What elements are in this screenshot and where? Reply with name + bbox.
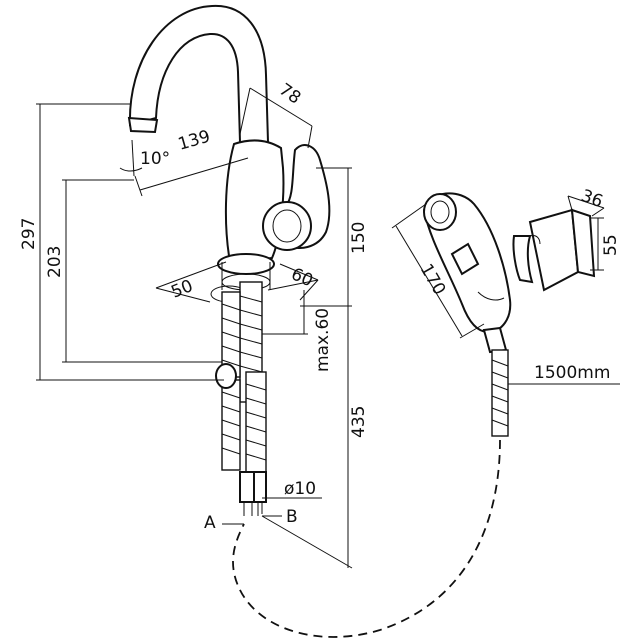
- dim-hose-length: 435: [349, 406, 369, 438]
- hand-shower: [232, 192, 620, 638]
- dim-spout-reach: 139: [176, 127, 213, 155]
- lever-hub: [262, 201, 312, 251]
- dim-hose-diameter: ø10: [284, 479, 316, 499]
- dim-lever-offset: 78: [275, 80, 304, 109]
- dim-spout-angle: 10°: [140, 149, 170, 169]
- supply-hoses: [215, 281, 267, 516]
- dim-max-deck: max.60: [313, 308, 333, 372]
- dim-base-depth: 50: [168, 276, 196, 303]
- dim-holder-width: 36: [578, 186, 605, 212]
- dim-holder-height: 55: [601, 234, 621, 256]
- wall-holder: [512, 195, 605, 292]
- label-connection-a: A: [204, 513, 216, 533]
- dim-shower-hose-length: 1500mm: [534, 363, 610, 383]
- dim-spout-height: 203: [45, 246, 65, 278]
- faucet-spout: [128, 4, 270, 143]
- dim-total-height: 297: [19, 218, 39, 250]
- label-connection-b: B: [286, 507, 298, 527]
- hose-loop-dashed: [232, 439, 501, 638]
- spout-outlet: [127, 116, 159, 134]
- shower-hose: [491, 349, 509, 437]
- dim-body-height: 150: [349, 222, 369, 254]
- holder-body: [528, 208, 580, 292]
- dimension-lines: [36, 87, 353, 569]
- faucet-base: [217, 253, 275, 275]
- faucet: [127, 4, 331, 516]
